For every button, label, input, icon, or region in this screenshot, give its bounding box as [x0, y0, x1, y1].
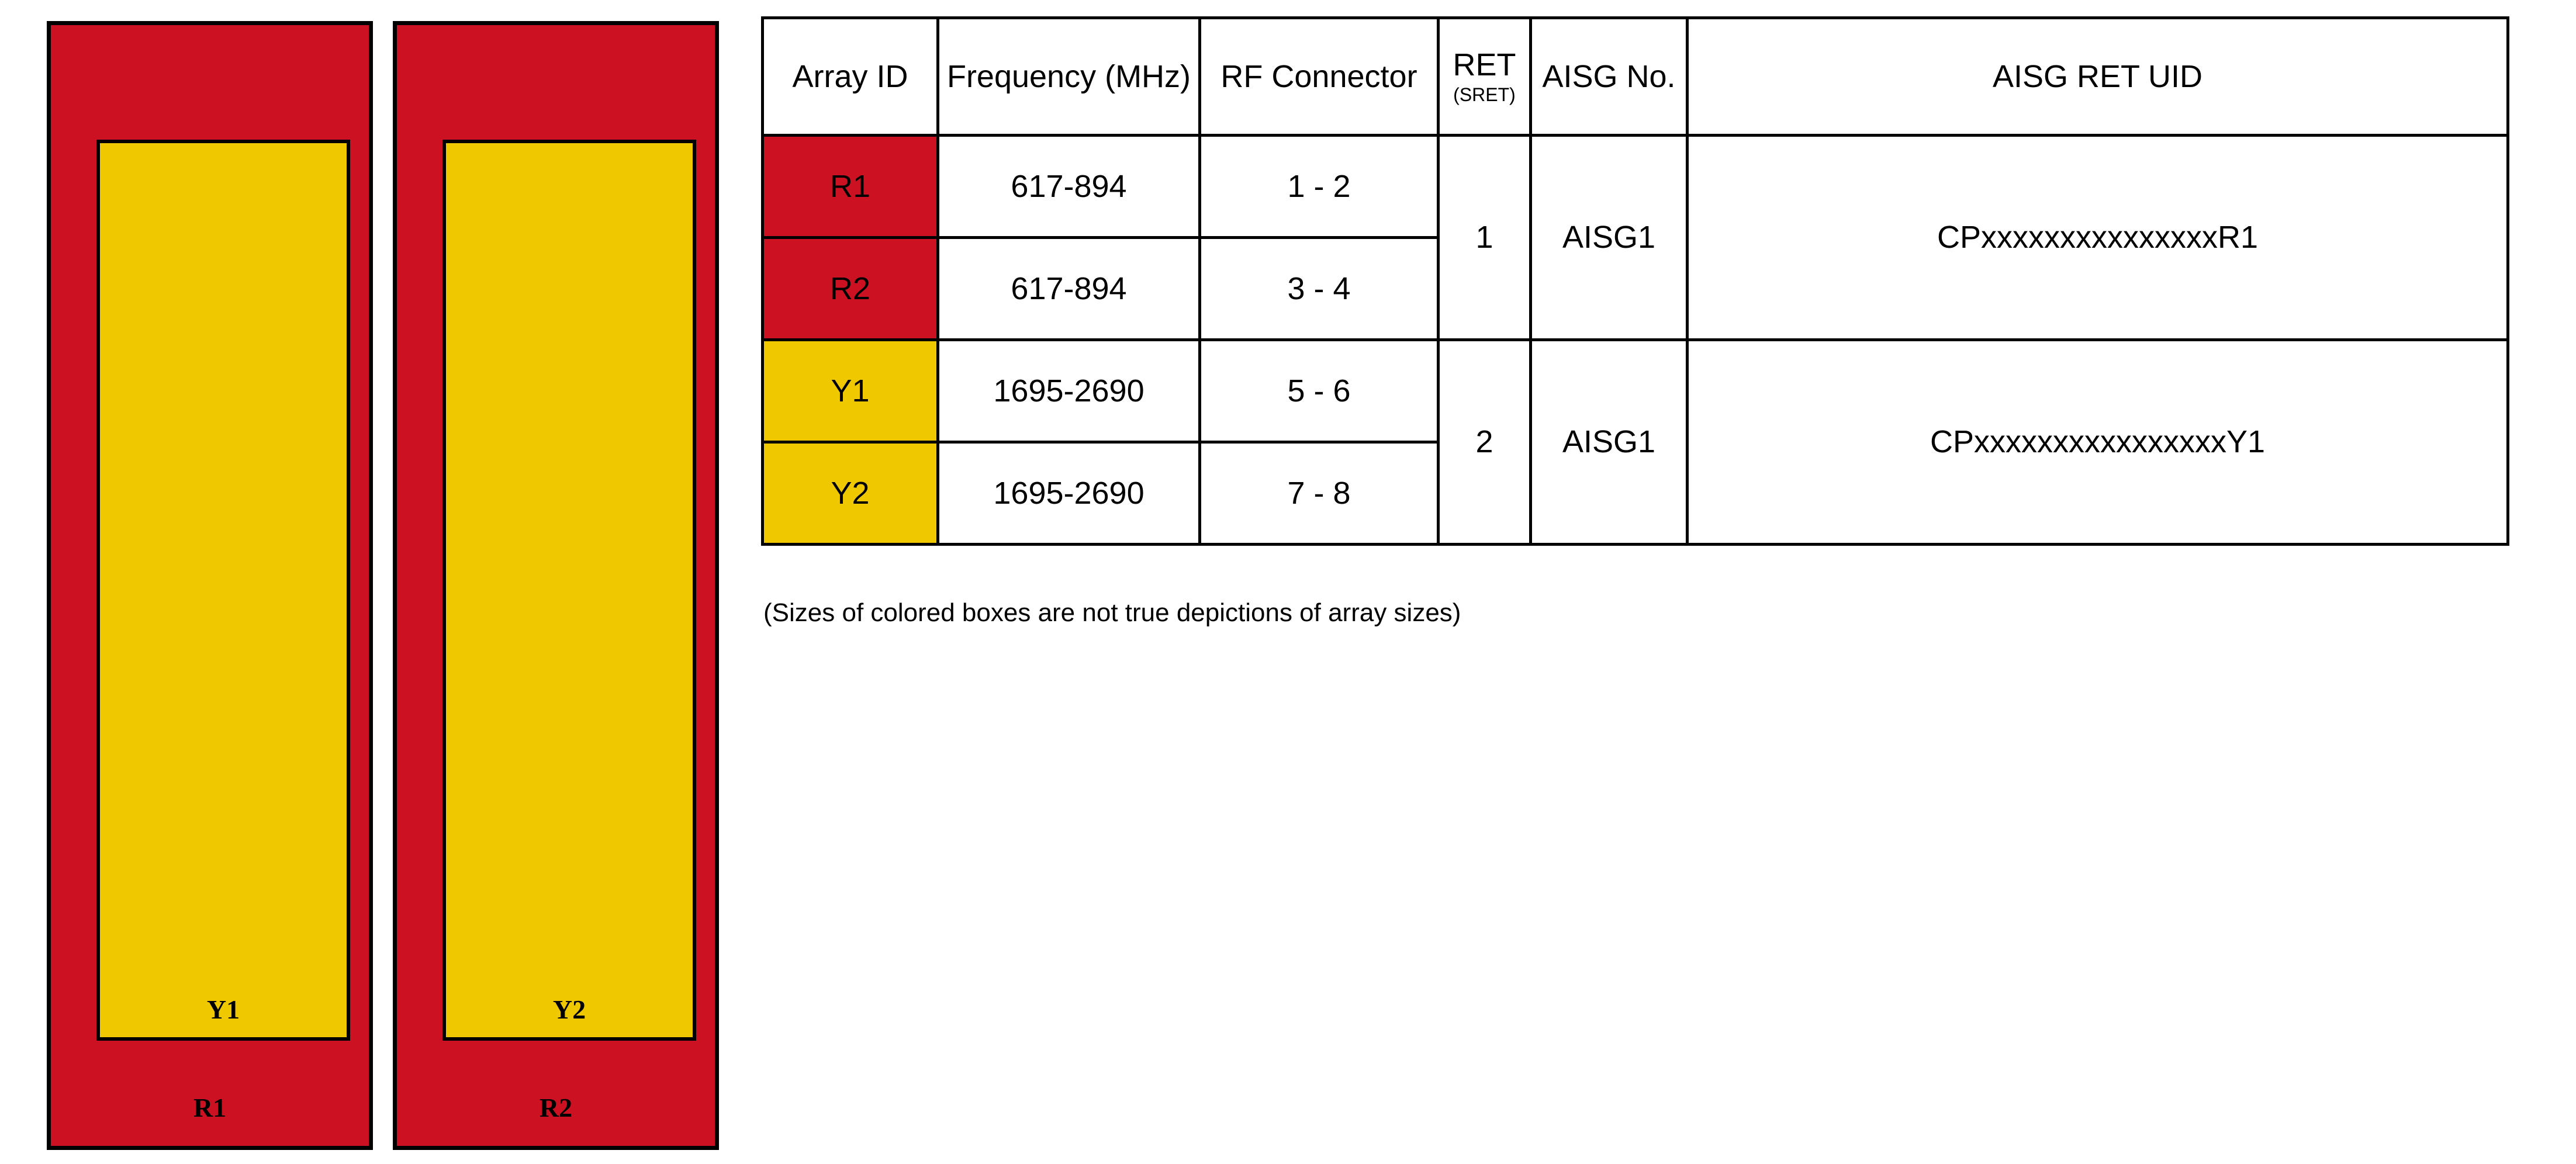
cell-ret-group-2: 2: [1437, 338, 1532, 546]
column-header-aisg-ret-uid: AISG RET UID: [1686, 16, 2509, 137]
table-row: R1 617-894 1 - 2 1 AISG1 CPxxxxxxxxxxxxx…: [761, 134, 2509, 341]
column-header-ret: RET (SRET): [1437, 16, 1532, 137]
cell-aisg-ret-uid-group-1: CPxxxxxxxxxxxxxxxR1: [1686, 134, 2509, 341]
cell-frequency-y1: 1695-2690: [936, 338, 1201, 444]
cell-aisg-no-group-1: AISG1: [1529, 134, 1689, 341]
cell-ret-group-1: 1: [1437, 134, 1532, 341]
array-spec-table: Array ID Frequency (MHz) RF Connector RE…: [761, 16, 2509, 546]
column-header-ret-main: RET: [1453, 47, 1516, 82]
cell-rf-connector-r1: 1 - 2: [1198, 134, 1440, 239]
table-header: Array ID Frequency (MHz) RF Connector RE…: [761, 16, 2509, 137]
array-inner-y1: Y1: [96, 140, 350, 1041]
cell-rf-connector-y1: 5 - 6: [1198, 338, 1440, 444]
array-inner-y2: Y2: [442, 140, 696, 1041]
spec-table-container: Array ID Frequency (MHz) RF Connector RE…: [761, 16, 2509, 546]
array-panel-r2: Y2 R2: [393, 21, 719, 1150]
column-header-frequency: Frequency (MHz): [936, 16, 1201, 137]
cell-frequency-y2: 1695-2690: [936, 441, 1201, 546]
array-outer-label-r1: R1: [193, 1093, 227, 1123]
cell-frequency-r1: 617-894: [936, 134, 1201, 239]
table-header-row: Array ID Frequency (MHz) RF Connector RE…: [761, 16, 2509, 137]
cell-array-id-y1: Y1: [761, 338, 939, 444]
cell-rf-connector-r2: 3 - 4: [1198, 236, 1440, 341]
table-row: R2 617-894 3 - 4: [761, 236, 2508, 341]
table-body: R1 617-894 1 - 2 1 AISG1 CPxxxxxxxxxxxxx…: [761, 134, 2509, 546]
cell-aisg-ret-uid-group-2: CPxxxxxxxxxxxxxxxxY1: [1686, 338, 2509, 546]
array-diagram: Y1 R1 Y2 R2: [0, 0, 737, 1164]
diagram-caption: (Sizes of colored boxes are not true dep…: [763, 598, 1461, 627]
column-header-array-id: Array ID: [761, 16, 939, 137]
column-header-ret-sub: (SRET): [1453, 84, 1516, 106]
table-row: Y1 1695-2690 5 - 6 2 AISG1 CPxxxxxxxxxxx…: [761, 338, 2509, 546]
array-panel-r1: Y1 R1: [47, 21, 373, 1150]
column-header-aisg-no: AISG No.: [1529, 16, 1689, 137]
cell-array-id-y2: Y2: [761, 441, 939, 546]
cell-aisg-no-group-2: AISG1: [1529, 338, 1689, 546]
column-header-rf-connector: RF Connector: [1198, 16, 1440, 137]
cell-frequency-r2: 617-894: [936, 236, 1201, 341]
array-inner-label-y2: Y2: [552, 995, 586, 1024]
array-outer-label-r2: R2: [539, 1093, 573, 1123]
cell-array-id-r1: R1: [761, 134, 939, 239]
table-row: Y2 1695-2690 7 - 8: [761, 441, 2508, 546]
cell-rf-connector-y2: 7 - 8: [1198, 441, 1440, 546]
cell-array-id-r2: R2: [761, 236, 939, 341]
array-inner-label-y1: Y1: [206, 995, 240, 1024]
